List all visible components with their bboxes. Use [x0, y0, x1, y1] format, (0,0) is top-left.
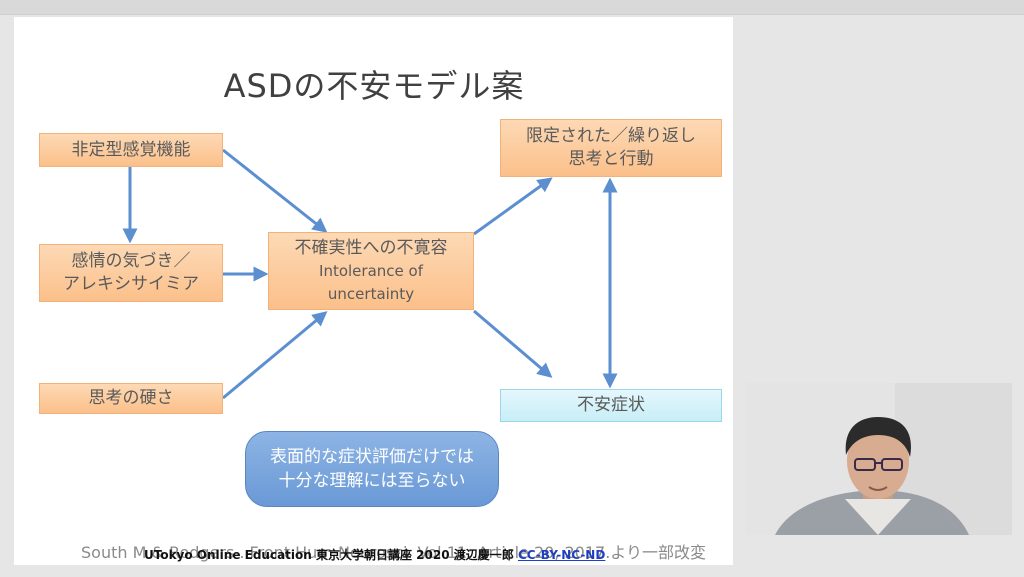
restricted-behavior-box: 限定された／繰り返し 思考と行動 — [500, 119, 722, 177]
course-credit: UTokyo Online Education 東京大学朝日講座 2020 渡辺… — [144, 546, 605, 563]
restricted-behavior-label-1: 限定された／繰り返し — [526, 126, 696, 146]
restricted-behavior-label-2: 思考と行動 — [568, 149, 654, 169]
emotion-awareness-label-1: 感情の気づき／ — [71, 251, 191, 271]
anxiety-symptoms-label: 不安症状 — [577, 395, 645, 415]
presentation-slide: ASDの不安モデル案 非定型感覚機能 感情の気づき／ アレキシサイミア 思考の硬… — [14, 17, 733, 565]
callout-line-2: 十分な理解には至らない — [278, 471, 466, 491]
arrow-intolerance-to-anxiety — [473, 309, 553, 378]
emotion-awareness-label-2: アレキシサイミア — [63, 274, 199, 294]
anxiety-symptoms-box: 不安症状 — [500, 389, 722, 422]
atypical-sensory-label: 非定型感覚機能 — [71, 139, 191, 160]
callout-line-1: 表面的な症状評価だけでは — [270, 447, 474, 467]
intolerance-box: 不確実性への不寛容 Intolerance of uncertainty — [268, 232, 474, 310]
thinking-rigidity-box: 思考の硬さ — [39, 383, 223, 414]
presenter-figure — [745, 383, 1012, 535]
webcam-video-feed — [745, 383, 1012, 535]
callout-pill: 表面的な症状評価だけでは 十分な理解には至らない — [245, 431, 499, 507]
credit-text: UTokyo Online Education 東京大学朝日講座 2020 渡辺… — [144, 548, 514, 562]
intolerance-label-en-2: uncertainty — [327, 284, 415, 303]
thinking-rigidity-label: 思考の硬さ — [88, 388, 174, 408]
citation-text: South M & Rodgers . Front Hum Neurosci. … — [81, 543, 706, 562]
slide-title: ASDの不安モデル案 — [223, 67, 525, 105]
license-link[interactable]: CC-BY-NC-ND — [517, 548, 606, 562]
intolerance-label-jp: 不確実性への不寛容 — [294, 237, 448, 258]
intolerance-label-en-1: Intolerance of — [319, 261, 423, 280]
window-top-bar — [0, 0, 1024, 15]
diagram-arrows — [122, 148, 618, 400]
emotion-awareness-box: 感情の気づき／ アレキシサイミア — [39, 244, 223, 302]
atypical-sensory-box: 非定型感覚機能 — [39, 133, 223, 167]
arrow-sensory-to-intolerance — [222, 148, 328, 233]
arrow-intolerance-to-restricted — [473, 177, 553, 236]
arrow-rigidity-to-intolerance — [222, 311, 328, 400]
